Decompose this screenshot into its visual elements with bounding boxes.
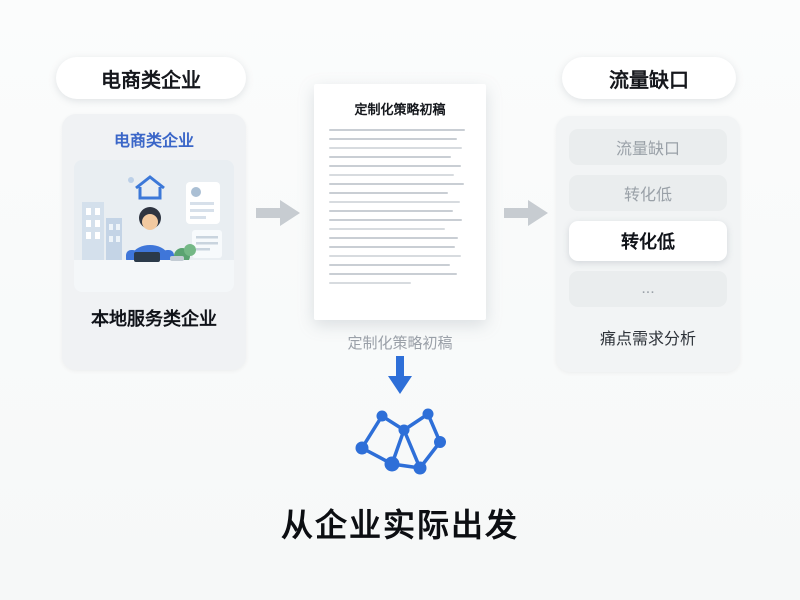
- doc-line: [329, 156, 452, 158]
- left-enterprise-card: 电商类企业: [62, 114, 246, 370]
- doc-line: [329, 174, 454, 176]
- doc-line: [329, 219, 463, 221]
- doc-line: [329, 201, 460, 203]
- left-card-caption: 本地服务类企业: [91, 309, 217, 329]
- house-icon: [135, 175, 165, 200]
- doc-line: [329, 129, 466, 131]
- left-category-pill: 电商类企业: [56, 57, 246, 99]
- doc-line: [329, 237, 459, 239]
- pain-point-item-label: 转化低: [621, 232, 675, 252]
- doc-line: [329, 147, 463, 149]
- pain-point-item: ...: [569, 271, 727, 307]
- pain-point-item: 转化低: [569, 175, 727, 211]
- pain-point-item-label: ...: [641, 280, 655, 297]
- doc-line: [329, 246, 456, 248]
- arrow-right-icon: [504, 197, 548, 234]
- right-category-pill: 流量缺口: [562, 57, 736, 99]
- office-illustration-svg: [74, 160, 234, 292]
- doc-text-lines: [329, 129, 471, 284]
- right-pill-label: 流量缺口: [609, 69, 689, 92]
- network-graph-icon: [352, 402, 448, 495]
- doc-line: [329, 165, 462, 167]
- doc-line: [329, 264, 450, 266]
- doc-line: [329, 228, 446, 230]
- doc-line: [329, 138, 457, 140]
- left-pill-label: 电商类企业: [101, 69, 201, 92]
- doc-title: 定制化策略初稿: [354, 102, 446, 117]
- doc-line: [329, 273, 457, 275]
- right-card-caption: 痛点需求分析: [599, 331, 696, 348]
- pain-point-item-highlighted: 转化低: [569, 221, 727, 261]
- doc-line: [329, 183, 464, 185]
- doc-line: [329, 255, 462, 257]
- pain-point-item: 流量缺口: [569, 129, 727, 165]
- doc-caption: 定制化策略初稿: [347, 335, 453, 352]
- doc-line: [329, 192, 449, 194]
- left-card-title: 电商类企业: [113, 133, 194, 150]
- headline: 从企业实际出发: [280, 507, 519, 543]
- arrow-down-icon: [388, 356, 412, 399]
- pain-point-item-label: 转化低: [623, 187, 672, 204]
- strategy-document: 定制化策略初稿: [314, 84, 486, 320]
- doc-line: [329, 210, 453, 212]
- office-worker-at-desk-illustration: [74, 160, 234, 292]
- pain-point-item-label: 流量缺口: [615, 141, 680, 158]
- arrow-right-icon: [256, 197, 300, 234]
- doc-line: [329, 282, 412, 284]
- pain-point-card: 流量缺口 转化低 转化低 ... 痛点需求分析: [556, 116, 740, 372]
